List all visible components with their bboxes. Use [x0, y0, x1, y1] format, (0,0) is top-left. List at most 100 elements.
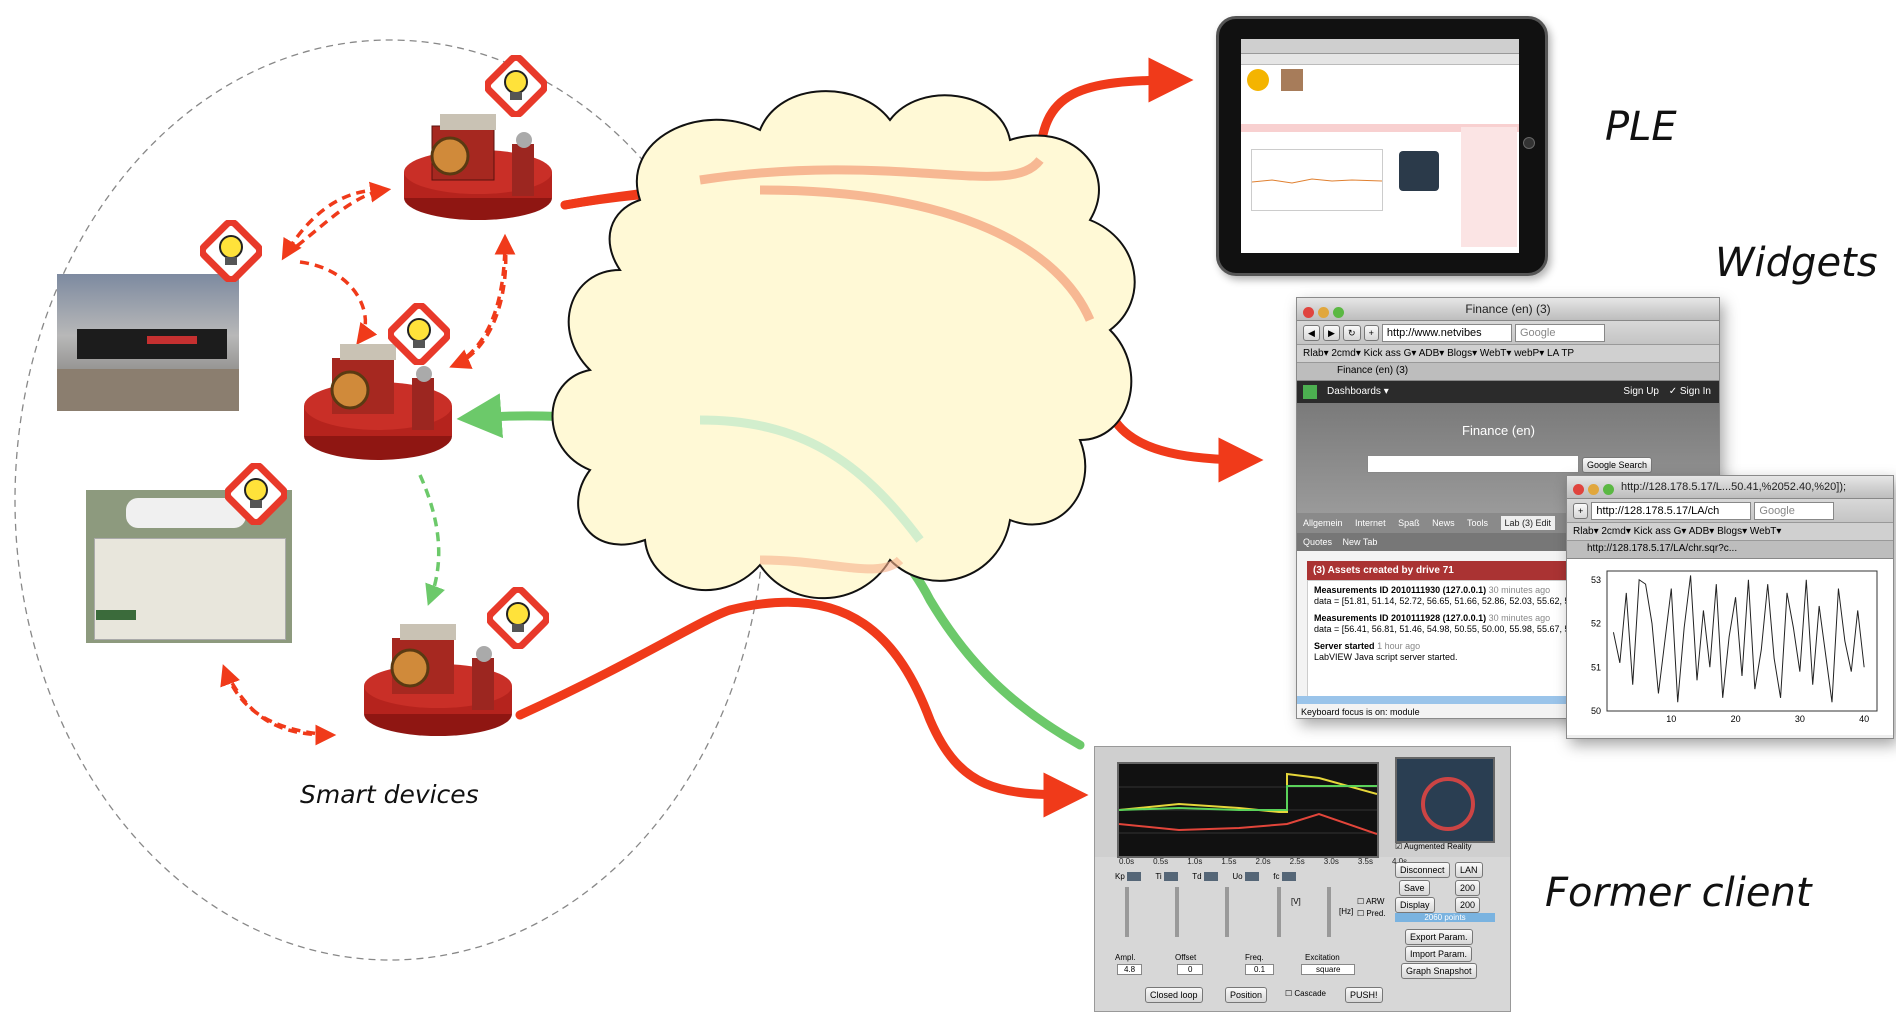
- plus-button[interactable]: +: [1363, 324, 1379, 341]
- slider-fc[interactable]: [1327, 887, 1331, 937]
- lightbulb-icon: [225, 463, 287, 525]
- bookmark-item[interactable]: TP: [1561, 348, 1575, 359]
- back-button[interactable]: ◀: [1303, 324, 1320, 341]
- snapshot-button[interactable]: Graph Snapshot: [1401, 963, 1477, 979]
- subtab-quotes[interactable]: Quotes: [1303, 537, 1333, 547]
- ampl-field[interactable]: 4.8: [1117, 964, 1143, 975]
- slider-td[interactable]: [1225, 887, 1229, 937]
- bookmark-item[interactable]: 2cmd▾: [1601, 526, 1631, 537]
- chart-titlebar: http://128.178.5.17/L...50.41,%2052.40,%…: [1567, 476, 1893, 499]
- slider-uo[interactable]: [1277, 887, 1281, 937]
- url-field[interactable]: http://128.178.5.17/LA/ch: [1591, 502, 1752, 520]
- bookmark-item[interactable]: webP▾: [1514, 348, 1545, 359]
- status-bar: Keyboard focus is on: module: [1301, 707, 1420, 717]
- offset-label: Offset: [1175, 953, 1197, 962]
- search-field[interactable]: Google: [1754, 502, 1835, 520]
- dashboards-menu[interactable]: Dashboards ▾: [1327, 386, 1389, 397]
- freq-field[interactable]: 0.1: [1245, 964, 1275, 975]
- search-field[interactable]: Google: [1514, 324, 1605, 342]
- bookmark-item[interactable]: WebT▾: [1749, 526, 1782, 537]
- browser-tab[interactable]: Finance (en) (3): [1297, 363, 1719, 381]
- import-button[interactable]: Import Param.: [1405, 946, 1473, 962]
- export-button[interactable]: Export Param.: [1405, 929, 1473, 945]
- finance-titlebar: Finance (en) (3): [1297, 298, 1719, 321]
- lightbulb-icon: [200, 220, 262, 282]
- dashed-arrow-2: [299, 260, 378, 346]
- tab-news[interactable]: News: [1432, 518, 1455, 528]
- time-axis: 0.0s0.5s1.0s1.5s2.0s2.5s3.0s3.5s4.0s: [1119, 857, 1407, 866]
- pid-controls: Kp Ti Td Uo fc: [1115, 872, 1385, 881]
- bookmark-item[interactable]: G▾: [1403, 348, 1417, 359]
- augmented-checkbox[interactable]: ☑ Augmented Reality: [1395, 842, 1472, 851]
- series-line: [1612, 575, 1865, 703]
- bookmark-item[interactable]: LA: [1547, 348, 1559, 359]
- dashed-arrow-1: [281, 188, 381, 261]
- offset-field[interactable]: 0: [1177, 964, 1204, 975]
- x-tick-label: 30: [1795, 714, 1805, 724]
- hero-title: Finance (en): [1462, 423, 1535, 438]
- smart-devices-label: Smart devices: [300, 780, 479, 809]
- reload-button[interactable]: ↻: [1342, 324, 1361, 341]
- excitation-label: Excitation: [1305, 953, 1340, 962]
- widgets-label: Widgets: [1715, 240, 1878, 286]
- bookmarks-bar: Rlab▾ 2cmd▾ Kick ass G▾ ADB▾ Blogs▾ WebT…: [1567, 523, 1893, 541]
- tab-allgemein[interactable]: Allgemein: [1303, 518, 1343, 528]
- url-field[interactable]: http://www.netvibes: [1381, 324, 1512, 342]
- google-search-button[interactable]: Google Search: [1582, 455, 1653, 473]
- google-search-input[interactable]: [1367, 455, 1579, 473]
- bookmark-item[interactable]: ADB▾: [1418, 348, 1445, 359]
- bookmark-item[interactable]: ADB▾: [1688, 526, 1715, 537]
- smart-device-3: [364, 624, 512, 736]
- freq-label: Freq.: [1245, 953, 1264, 962]
- ipad-device: [1216, 16, 1548, 276]
- browser-tab[interactable]: http://128.178.5.17/LA/chr.sqr?c...: [1567, 541, 1893, 559]
- window-title: Finance (en) (3): [1465, 302, 1551, 316]
- plus-button[interactable]: +: [1573, 502, 1589, 519]
- save-button[interactable]: Save: [1399, 880, 1430, 896]
- bookmark-item[interactable]: Kick ass: [1363, 348, 1401, 359]
- display-button[interactable]: Display: [1395, 897, 1435, 913]
- window-title: http://128.178.5.17/L...50.41,%2052.40,%…: [1621, 481, 1847, 493]
- subtab-new[interactable]: New Tab: [1342, 537, 1378, 547]
- ampl-label: Ampl.: [1115, 953, 1136, 962]
- display-value[interactable]: 200: [1455, 897, 1481, 913]
- position-select[interactable]: Position: [1225, 987, 1268, 1003]
- bookmark-item[interactable]: G▾: [1673, 526, 1687, 537]
- excitation-select[interactable]: square: [1301, 964, 1356, 975]
- save-value[interactable]: 200: [1455, 880, 1481, 896]
- bookmark-item[interactable]: Rlab▾: [1303, 348, 1329, 359]
- bookmark-item[interactable]: 2cmd▾: [1331, 348, 1361, 359]
- bookmark-item[interactable]: Blogs▾: [1717, 526, 1748, 537]
- arw-checkbox[interactable]: ☐ ARW: [1357, 897, 1385, 906]
- disconnect-button[interactable]: Disconnect: [1395, 862, 1450, 878]
- tab-spass[interactable]: Spaß: [1398, 518, 1420, 528]
- signup-link[interactable]: Sign Up: [1623, 386, 1659, 397]
- bookmark-item[interactable]: Kick ass: [1633, 526, 1671, 537]
- bookmark-item[interactable]: WebT▾: [1479, 348, 1512, 359]
- red-arrow-from-lower-device: [515, 597, 1089, 818]
- cloud-icon: [551, 90, 1136, 600]
- lightbulb-icon: [388, 303, 450, 365]
- horizontal-scrollbar[interactable]: [1297, 696, 1719, 704]
- slider-kp[interactable]: [1125, 887, 1129, 937]
- slider-ti[interactable]: [1175, 887, 1179, 937]
- bookmark-item[interactable]: Blogs▾: [1447, 348, 1478, 359]
- signin-link[interactable]: ✓ Sign In: [1668, 386, 1711, 397]
- forward-button[interactable]: ▶: [1322, 324, 1340, 341]
- netvibes-header: Dashboards ▾ Sign Up ✓ Sign In: [1297, 381, 1719, 403]
- bookmark-item[interactable]: Rlab▾: [1573, 526, 1599, 537]
- tab-lab[interactable]: Lab (3) Edit: [1500, 516, 1556, 530]
- unit-v: [V]: [1291, 897, 1301, 906]
- pred-checkbox[interactable]: ☐ Pred.: [1357, 909, 1386, 918]
- tab-internet[interactable]: Internet: [1355, 518, 1386, 528]
- tab-tools[interactable]: Tools: [1466, 518, 1488, 528]
- dashed-arrow-green: [418, 474, 445, 606]
- cascade-checkbox[interactable]: ☐ Cascade: [1285, 989, 1326, 998]
- push-button[interactable]: PUSH!: [1345, 987, 1383, 1003]
- bookmarks-bar: Rlab▾ 2cmd▾ Kick ass G▾ ADB▾ Blogs▾ WebT…: [1297, 345, 1719, 363]
- entry: Server started 1 hour ago LabVIEW Java s…: [1314, 641, 1458, 662]
- lan-select[interactable]: LAN: [1455, 862, 1483, 878]
- closed-loop-select[interactable]: Closed loop: [1145, 987, 1203, 1003]
- finance-toolbar: ◀ ▶ ↻ + http://www.netvibes Google: [1297, 321, 1719, 345]
